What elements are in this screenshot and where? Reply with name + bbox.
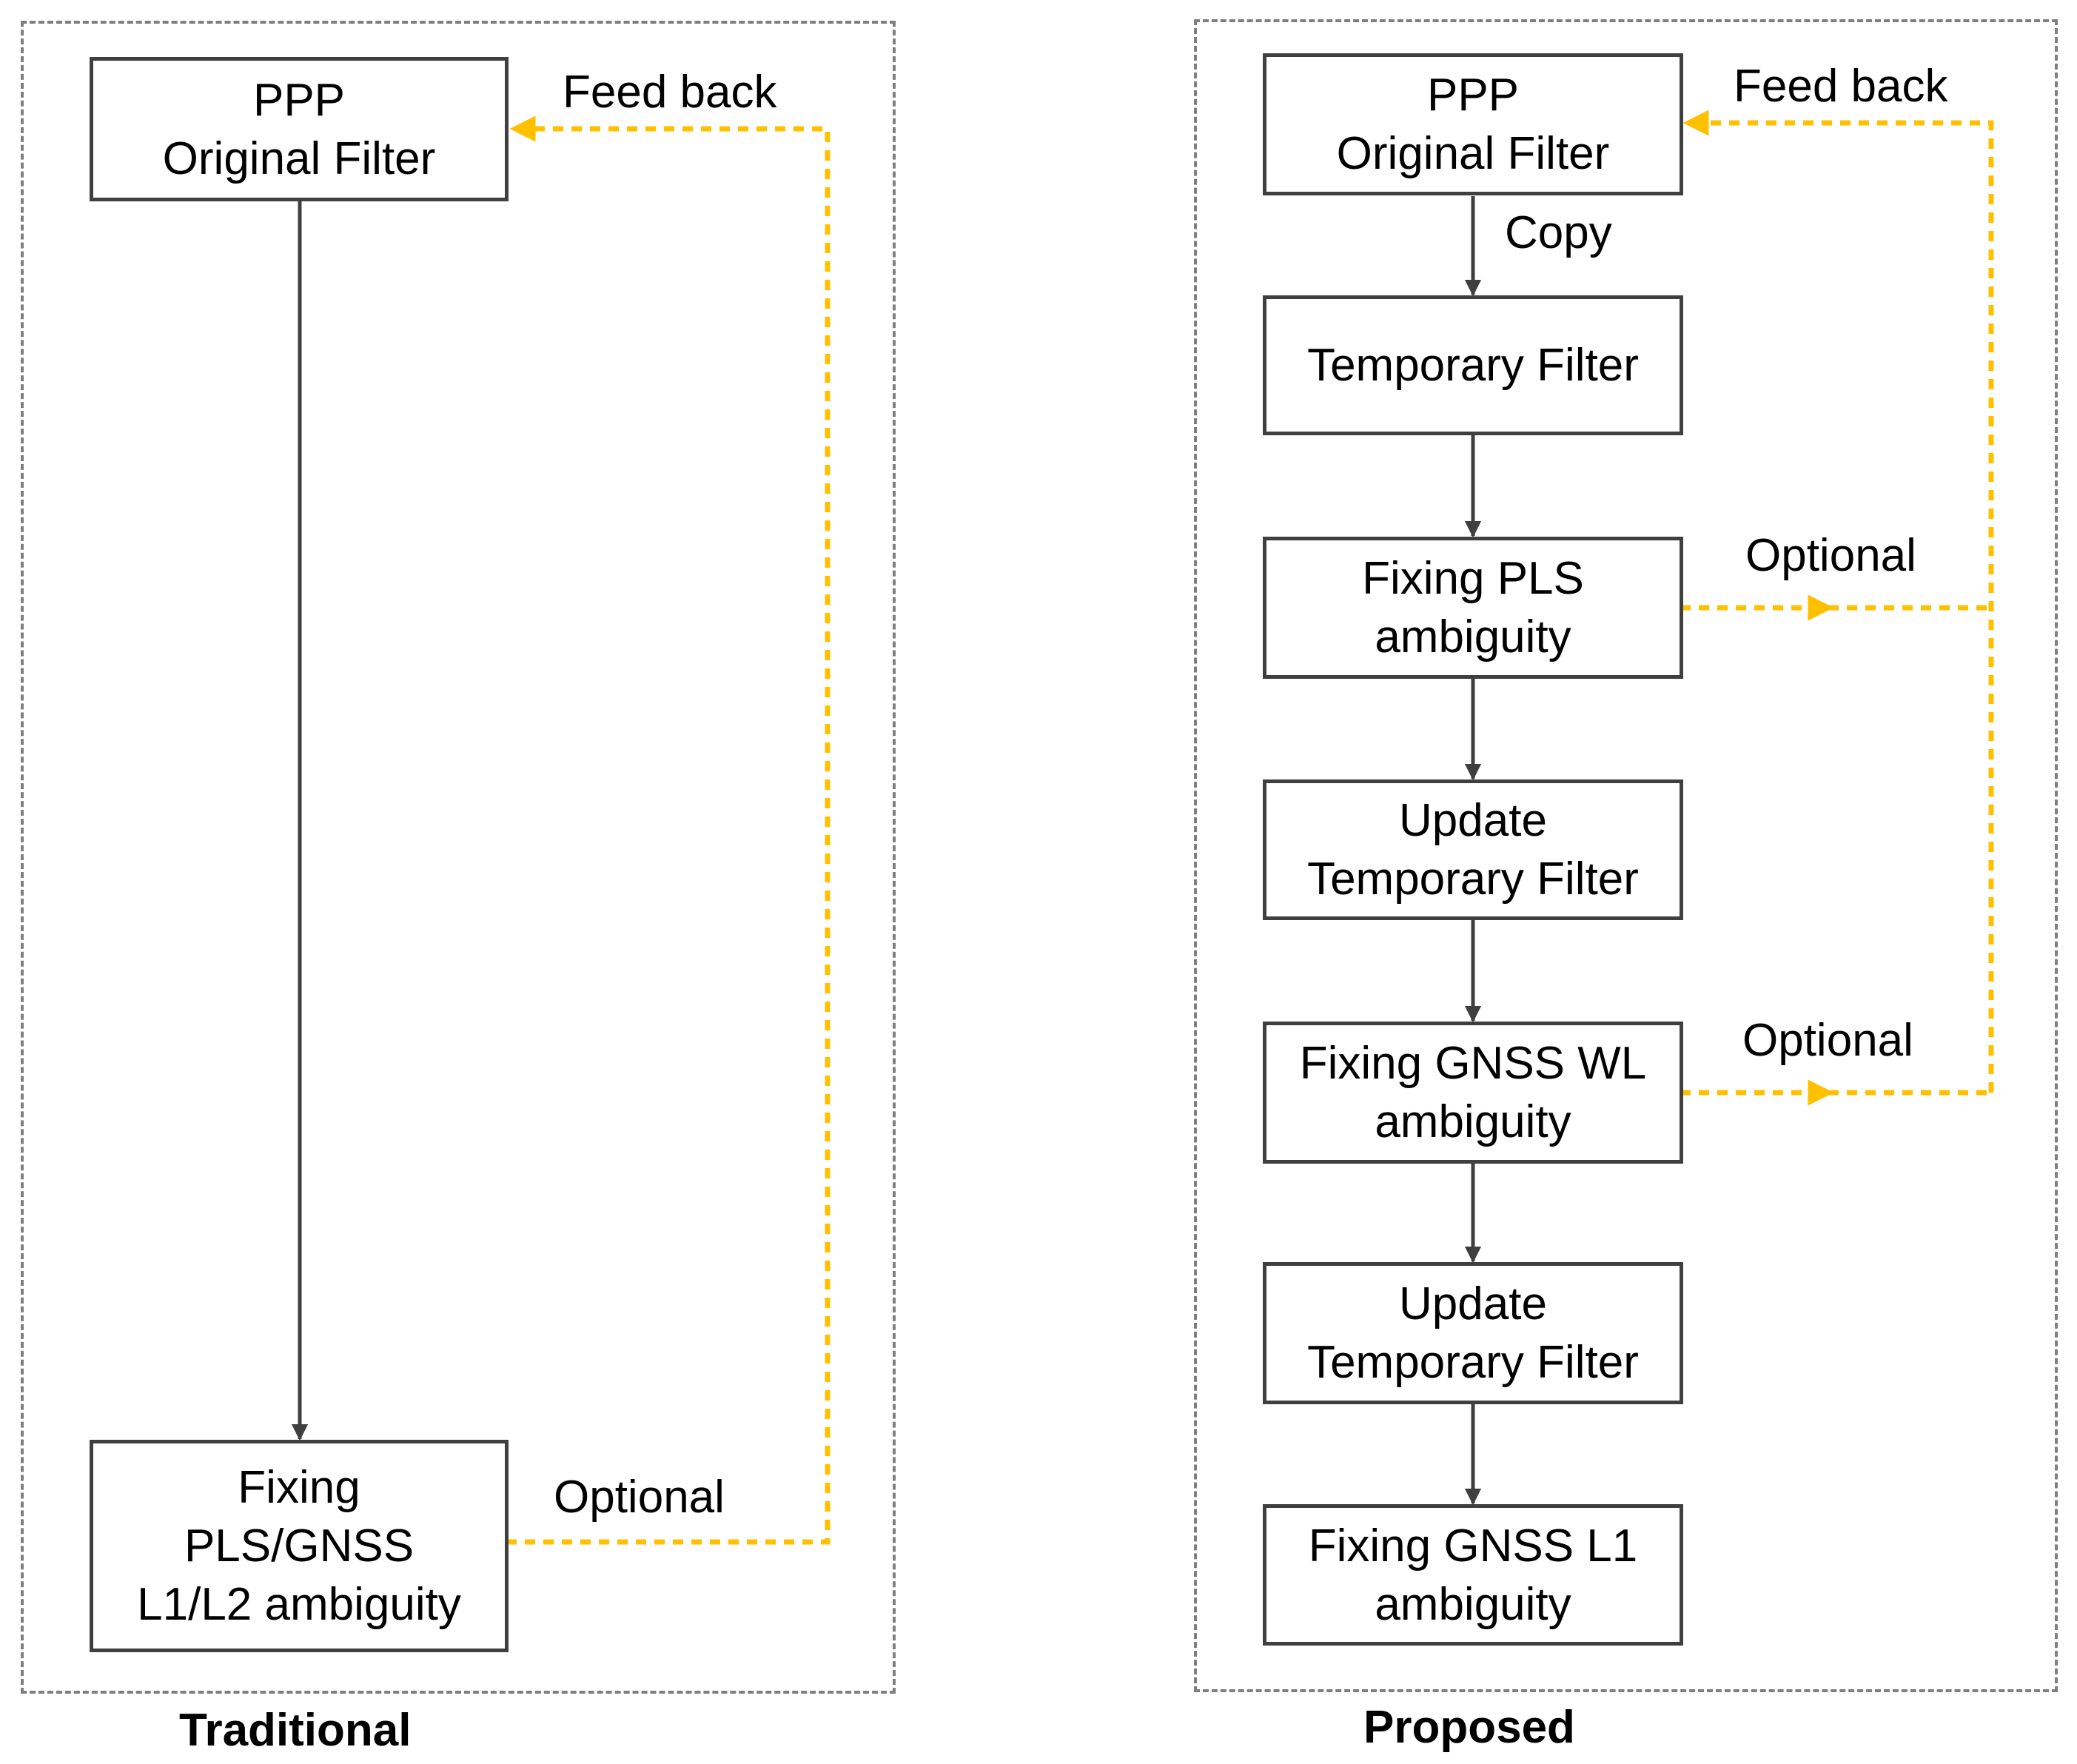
- prop-update-temporary-filter-box-2: Update Temporary Filter: [1263, 1262, 1683, 1404]
- box-line: ambiguity: [1375, 1096, 1571, 1147]
- trad-ppp-original-filter-box: PPP Original Filter: [90, 57, 509, 201]
- box-line: ambiguity: [1375, 611, 1571, 663]
- box-line: Update: [1399, 795, 1547, 846]
- box-line: Temporary Filter: [1307, 340, 1639, 391]
- box-line: Fixing GNSS L1: [1308, 1520, 1638, 1572]
- prop-update-temporary-filter-box-1: Update Temporary Filter: [1263, 779, 1683, 920]
- trad-fixing-ambiguity-box: Fixing PLS/GNSS L1/L2 ambiguity: [90, 1440, 509, 1652]
- box-line: Fixing GNSS WL: [1299, 1038, 1647, 1089]
- traditional-title: Traditional: [179, 1705, 412, 1756]
- prop-fixing-pls-box: Fixing PLS ambiguity: [1263, 537, 1683, 679]
- box-line: Original Filter: [162, 133, 436, 184]
- box-line: PPP: [1426, 70, 1520, 121]
- prop-optional-label-1: Optional: [1745, 530, 1916, 581]
- prop-feedback-label: Feed back: [1734, 61, 1948, 112]
- box-line: Temporary Filter: [1307, 854, 1639, 905]
- trad-feedback-arrow: [506, 115, 831, 1545]
- box-line: PLS/GNSS: [184, 1520, 415, 1572]
- prop-copy-label: Copy: [1505, 207, 1612, 258]
- box-line: Original Filter: [1336, 128, 1610, 179]
- box-line: L1/L2 ambiguity: [137, 1579, 461, 1630]
- trad-feedback-label: Feed back: [563, 67, 777, 118]
- box-line: Fixing: [238, 1462, 360, 1513]
- prop-temporary-filter-box: Temporary Filter: [1263, 295, 1683, 435]
- box-line: Temporary Filter: [1307, 1337, 1639, 1388]
- box-line: PPP: [252, 74, 346, 126]
- traditional-panel: [21, 21, 896, 1694]
- trad-optional-label: Optional: [554, 1472, 725, 1523]
- box-line: Update: [1399, 1278, 1547, 1329]
- prop-fixing-gnss-l1-box: Fixing GNSS L1 ambiguity: [1263, 1504, 1683, 1646]
- prop-feedback-arrow: [1682, 110, 1994, 1093]
- proposed-title: Proposed: [1363, 1702, 1575, 1753]
- proposed-panel: [1194, 19, 2058, 1692]
- box-line: Fixing PLS: [1362, 553, 1584, 604]
- prop-ppp-original-filter-box: PPP Original Filter: [1263, 53, 1683, 195]
- box-line: ambiguity: [1375, 1578, 1571, 1630]
- prop-fixing-gnss-wl-box: Fixing GNSS WL ambiguity: [1263, 1022, 1683, 1164]
- prop-optional-label-2: Optional: [1742, 1015, 1913, 1066]
